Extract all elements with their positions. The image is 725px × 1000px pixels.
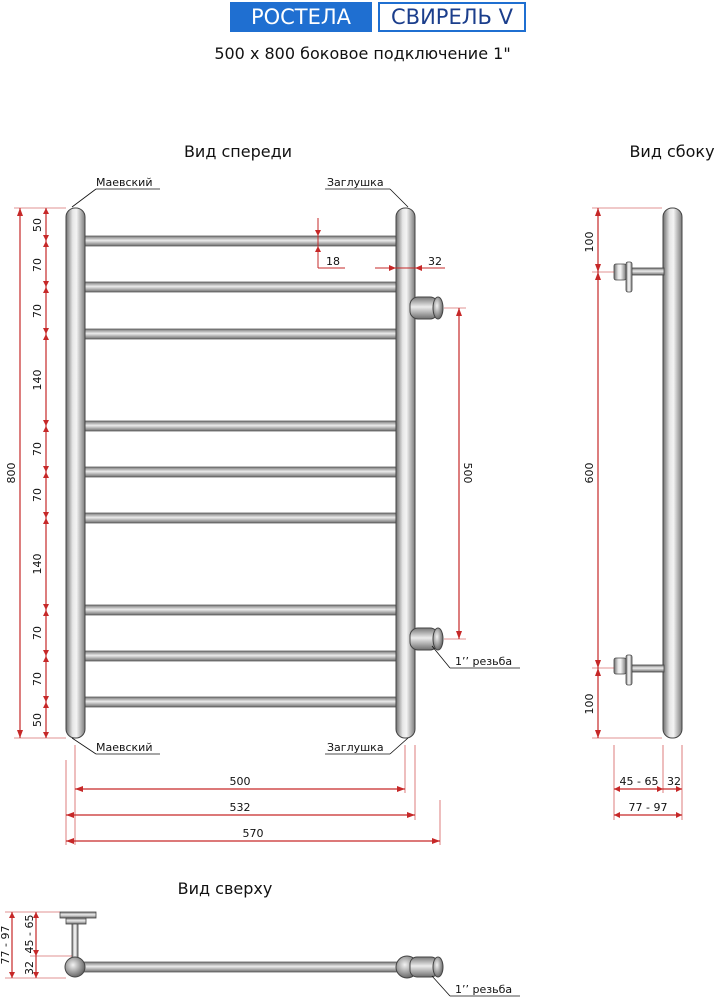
dim-500-vertical: 500 [461,463,474,484]
dim-seg: 70 [31,488,44,502]
rung [79,420,401,432]
rung [79,604,401,616]
side-riser [662,207,683,739]
dim-spacing-chain: 50 70 70 140 70 70 140 70 70 50 [31,208,49,738]
label-thread-front: 1’’ резьба [455,655,512,668]
rung [79,281,401,293]
dim-total-height: 800 [5,207,66,739]
side-bracket-bottom [613,654,665,686]
brand-label: РОСТЕЛА [230,2,372,32]
dim-seg: 140 [31,554,44,575]
dim-side-45-65: 45 - 65 [620,775,659,788]
dim-seg: 70 [31,258,44,272]
dim-seg: 50 [31,218,44,232]
rungs [79,235,401,708]
side-depth-dims: 45 - 65 32 77 - 97 [613,745,683,820]
rung [79,512,401,524]
left-riser [65,207,86,739]
side-bracket-top [613,261,665,293]
side-view-title: Вид сбоку [629,142,714,161]
dim-side-32: 32 [667,775,681,788]
dim-seg: 70 [31,304,44,318]
dim-800: 800 [5,463,18,484]
rung [79,235,401,247]
right-riser [395,207,416,739]
rung [79,328,401,340]
header: РОСТЕЛА СВИРЕЛЬ V 500 х 800 боковое подк… [0,0,725,70]
dim-570: 570 [243,827,264,840]
dim-rung-diameter: 18 [315,218,345,269]
dim-18: 18 [326,255,340,268]
top-view-drawing [59,911,444,979]
label-plug-bottom: Заглушка [327,741,384,754]
dim-widths: 500 532 570 [65,745,441,845]
dim-riser-diameter: 32 [375,255,445,271]
dim-side-77-97: 77 - 97 [629,801,668,814]
dim-top-32: 32 [23,961,36,975]
label-mayevsky-top: Маевский [96,176,152,189]
dim-top-77-97: 77 - 97 [0,926,12,965]
dim-500: 500 [230,775,251,788]
subtitle: 500 х 800 боковое подключение 1" [214,44,511,63]
rung [79,650,401,662]
rung [79,466,401,478]
top-view-dims: 77 - 97 45 - 65 32 [0,911,72,979]
label-mayevsky-bottom: Маевский [96,741,152,754]
nozzle-top [409,296,444,320]
dim-seg: 50 [31,713,44,727]
dim-32: 32 [428,255,442,268]
dim-side-100-bottom: 100 [583,694,596,715]
dim-seg: 140 [31,370,44,391]
dim-top-45-65: 45 - 65 [23,915,36,954]
dim-seg: 70 [31,672,44,686]
dim-side-600: 600 [583,463,596,484]
dim-seg: 70 [31,626,44,640]
dim-532: 532 [230,801,251,814]
dim-side-100-top: 100 [583,232,596,253]
top-view-title: Вид сверху [178,879,273,898]
dim-seg: 70 [31,442,44,456]
side-vertical-dims: 100 600 100 [583,207,662,739]
rung [79,696,401,708]
model-label: СВИРЕЛЬ V [378,2,526,32]
nozzle-bottom [409,627,444,651]
label-plug-top: Заглушка [327,176,384,189]
front-view-title: Вид спереди [184,142,292,161]
dim-connection-distance: 500 [444,307,474,640]
label-thread-top: 1’’ резьба [455,983,512,996]
